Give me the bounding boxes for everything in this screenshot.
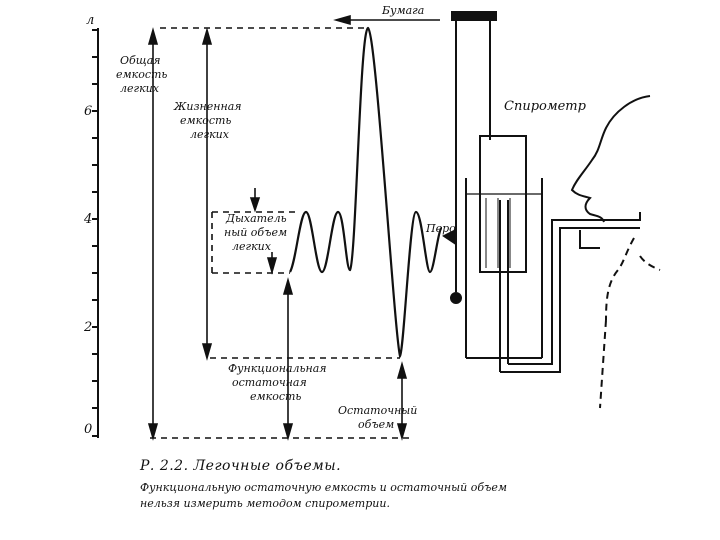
spirometer-label: Спирометр <box>504 99 587 114</box>
person-profile <box>572 96 660 408</box>
pen-label: Перо <box>425 222 456 235</box>
spirometer-apparatus <box>444 12 640 372</box>
axis-tick-0: 0 <box>84 422 92 437</box>
svg-text:Дыхатель: Дыхатель <box>225 212 287 225</box>
paper-arrow <box>336 16 440 24</box>
svg-text:объем: объем <box>358 418 394 431</box>
svg-text:емкость: емкость <box>250 390 301 403</box>
axis-tick-6: 6 <box>84 104 92 119</box>
svg-text:Жизненная: Жизненная <box>173 100 242 113</box>
tidal-volume-label: Дыхатель ный объем легких <box>224 212 287 253</box>
figure-caption: Р. 2.2. Легочные объемы. Функциональную … <box>140 458 700 512</box>
vital-capacity-label: Жизненная емкость легких <box>173 100 242 141</box>
svg-text:легких: легких <box>120 82 160 95</box>
svg-text:Общая: Общая <box>120 54 161 67</box>
svg-text:Остаточный: Остаточный <box>338 404 417 417</box>
svg-text:емкость: емкость <box>180 114 231 127</box>
paper-label: Бумага <box>381 4 424 17</box>
svg-text:ный объем: ный объем <box>224 226 287 239</box>
spirogram-trace <box>290 28 442 356</box>
svg-text:Функциональная: Функциональная <box>228 362 327 375</box>
svg-text:емкость: емкость <box>116 68 167 81</box>
axis-unit-label: л <box>86 13 94 28</box>
volume-axis <box>92 28 98 438</box>
svg-text:остаточная: остаточная <box>232 376 307 389</box>
caption-title: Р. 2.2. Легочные объемы. <box>140 458 700 474</box>
caption-text: Функциональную остаточную емкость и оста… <box>140 480 540 512</box>
svg-text:легких: легких <box>190 128 230 141</box>
svg-text:легких: легких <box>232 240 272 253</box>
frc-label: Функциональная остаточная емкость <box>228 362 327 403</box>
total-capacity-label: Общая емкость легких <box>116 54 167 95</box>
axis-tick-4: 4 <box>83 212 92 227</box>
axis-tick-2: 2 <box>83 320 92 335</box>
